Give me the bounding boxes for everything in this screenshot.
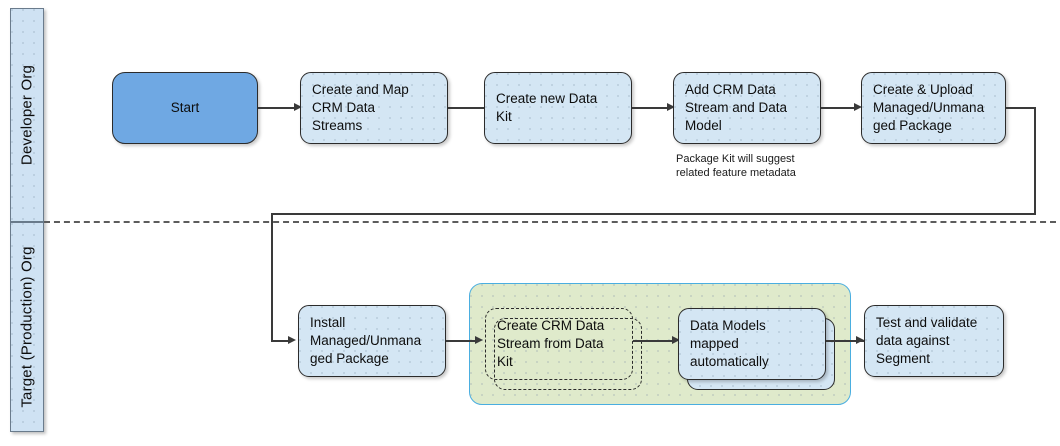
node-start-label: Start xyxy=(170,100,200,115)
edge-install-to-create-stream xyxy=(446,340,478,342)
node-create-map-crm-streams[interactable]: Create and Map CRM Data Streams xyxy=(300,72,448,144)
node-add-crm-stream-model[interactable]: Add CRM Data Stream and Data Model xyxy=(673,72,821,144)
edge-upload-to-install-seg4 xyxy=(271,213,273,341)
lane-label-developer-org: Developer Org xyxy=(18,64,36,166)
node-create-map-crm-streams-label: Create and Map CRM Data Streams xyxy=(312,82,409,133)
annotation-package-kit-note: Package Kit will suggest related feature… xyxy=(676,153,796,179)
node-create-new-data-kit[interactable]: Create new Data Kit xyxy=(484,72,632,144)
edge-add-crm-to-create-upload xyxy=(821,107,857,109)
node-create-upload-package[interactable]: Create & Upload Managed/Unmana ged Packa… xyxy=(861,72,1006,144)
edge-upload-to-install-seg5 xyxy=(271,340,291,342)
edge-start-to-create-map xyxy=(258,107,297,109)
edge-create-stream-to-data-models xyxy=(633,340,675,342)
edge-upload-to-install-seg1 xyxy=(1006,107,1036,109)
node-install-package-label: Install Managed/Unmana ged Package xyxy=(310,315,422,366)
edge-upload-to-install-seg2 xyxy=(1034,107,1036,214)
node-create-crm-stream-from-kit-label: Create CRM Data Stream from Data Kit xyxy=(497,318,605,369)
edge-install-to-create-stream-arrow xyxy=(475,336,483,344)
node-create-new-data-kit-label: Create new Data Kit xyxy=(496,91,598,124)
edge-add-crm-to-create-upload-arrow xyxy=(854,103,862,111)
edge-create-map-to-data-kit xyxy=(448,107,484,109)
node-create-upload-package-label: Create & Upload Managed/Unmana ged Packa… xyxy=(873,82,985,133)
lane-separator xyxy=(44,221,1056,223)
node-test-validate-segment[interactable]: Test and validate data against Segment xyxy=(864,305,1004,377)
node-start[interactable]: Start xyxy=(112,72,258,144)
lane-header-developer-org: Developer Org xyxy=(10,8,44,222)
edge-upload-to-install-arrow xyxy=(288,336,296,344)
lane-label-target-production-org: Target (Production) Org xyxy=(18,246,36,408)
edge-data-models-to-test-validate-arrow xyxy=(856,336,864,344)
node-add-crm-stream-model-label: Add CRM Data Stream and Data Model xyxy=(685,82,788,133)
edge-data-kit-to-add-crm xyxy=(632,107,670,109)
edge-create-stream-to-data-models-arrow xyxy=(672,336,680,344)
edge-data-models-to-test-validate xyxy=(826,340,864,342)
node-create-crm-stream-from-kit-stack-shadow xyxy=(494,318,642,390)
node-create-crm-stream-from-kit[interactable]: Create CRM Data Stream from Data Kit xyxy=(485,308,633,380)
lane-header-target-production-org: Target (Production) Org xyxy=(10,222,44,432)
node-test-validate-segment-label: Test and validate data against Segment xyxy=(876,315,978,366)
edge-start-to-create-map-arrow xyxy=(294,103,302,111)
edge-data-kit-to-add-crm-arrow xyxy=(667,103,675,111)
edge-upload-to-install-seg3 xyxy=(271,213,1036,215)
node-data-models-mapped-label: Data Models mapped automatically xyxy=(690,318,769,369)
node-data-models-mapped[interactable]: Data Models mapped automatically xyxy=(678,308,826,380)
node-install-package[interactable]: Install Managed/Unmana ged Package xyxy=(298,305,446,377)
